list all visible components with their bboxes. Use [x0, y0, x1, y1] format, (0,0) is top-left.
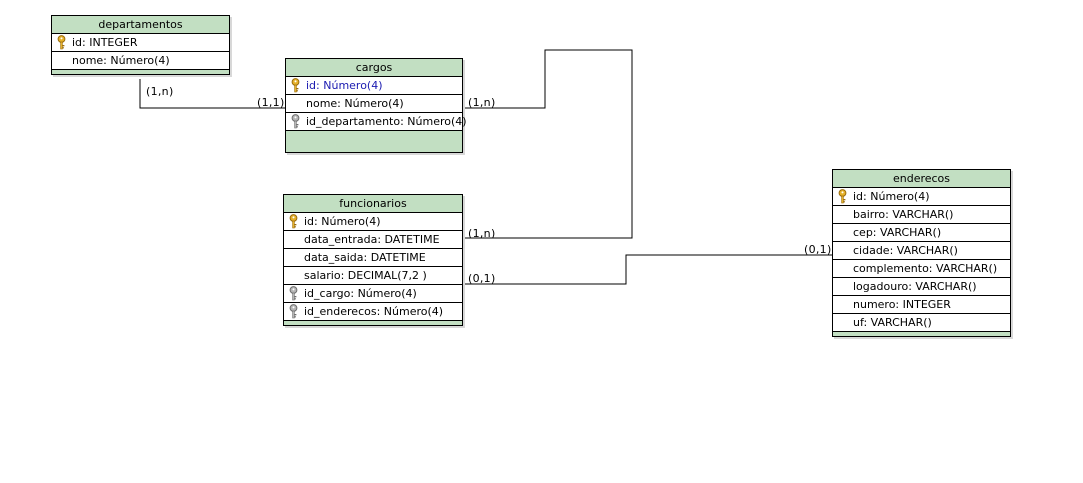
relationship-line-funcionarios-enderecos — [462, 254, 832, 285]
attribute-row[interactable]: complemento: VARCHAR() — [833, 260, 1010, 278]
attribute-row[interactable]: data_entrada: DATETIME — [284, 231, 462, 249]
attribute-row[interactable]: salario: DECIMAL(7,2 ) — [284, 267, 462, 285]
entity-footer — [833, 332, 1010, 336]
attribute-label: uf: VARCHAR() — [853, 316, 932, 329]
attribute-label: id_departamento: Número(4) — [306, 115, 467, 128]
attribute-label: id: Número(4) — [306, 79, 383, 92]
cardinality-label: (0,1) — [804, 243, 832, 256]
attribute-label: data_saida: DATETIME — [304, 251, 426, 264]
attribute-row[interactable]: data_saida: DATETIME — [284, 249, 462, 267]
attribute-label: logadouro: VARCHAR() — [853, 280, 977, 293]
cardinality-label: (1,1) — [257, 96, 285, 109]
attribute-row[interactable]: uf: VARCHAR() — [833, 314, 1010, 332]
attribute-label: id_cargo: Número(4) — [304, 287, 417, 300]
attribute-label: nome: Número(4) — [72, 54, 170, 67]
entity-title: funcionarios — [284, 195, 462, 213]
attribute-row[interactable]: id: INTEGER — [52, 34, 229, 52]
entity-enderecos[interactable]: enderecos id: Número(4) bairro: VARCHAR(… — [832, 169, 1011, 337]
primary-key-icon — [838, 189, 847, 204]
attribute-label: id: Número(4) — [853, 190, 930, 203]
attribute-label: id: INTEGER — [72, 36, 138, 49]
attribute-row[interactable]: id: Número(4) — [833, 188, 1010, 206]
entity-footer — [52, 70, 229, 74]
attribute-row[interactable]: id_departamento: Número(4) — [286, 113, 467, 131]
entity-title: cargos — [286, 59, 462, 77]
attribute-label: complemento: VARCHAR() — [853, 262, 998, 275]
attribute-row[interactable]: numero: INTEGER — [833, 296, 1010, 314]
attribute-row[interactable]: id: Número(4) — [286, 77, 462, 95]
cardinality-label: (0,1) — [468, 272, 496, 285]
cardinality-label: (1,n) — [468, 227, 496, 240]
attribute-label: id_enderecos: Número(4) — [304, 305, 444, 318]
attribute-row[interactable]: nome: Número(4) — [52, 52, 229, 70]
attribute-row[interactable]: cep: VARCHAR() — [833, 224, 1010, 242]
entity-departamentos[interactable]: departamentos id: INTEGER nome: Número(4… — [51, 15, 230, 75]
relationship-line-cargos-funcionarios — [462, 49, 633, 239]
attribute-row[interactable]: cidade: VARCHAR() — [833, 242, 1010, 260]
entity-footer — [284, 321, 462, 325]
attribute-label: data_entrada: DATETIME — [304, 233, 440, 246]
attribute-label: cidade: VARCHAR() — [853, 244, 958, 257]
entity-title: departamentos — [52, 16, 229, 34]
attribute-row[interactable]: id: Número(4) — [284, 213, 462, 231]
cardinality-label: (1,n) — [468, 96, 496, 109]
primary-key-icon — [289, 214, 298, 229]
entity-footer — [286, 131, 462, 152]
attribute-label: bairro: VARCHAR() — [853, 208, 954, 221]
attribute-row[interactable]: id_cargo: Número(4) — [284, 285, 462, 303]
foreign-key-icon — [291, 114, 300, 129]
primary-key-icon — [291, 78, 300, 93]
attribute-label: cep: VARCHAR() — [853, 226, 942, 239]
entity-title: enderecos — [833, 170, 1010, 188]
entity-cargos[interactable]: cargos id: Número(4) nome: Número(4) id_… — [285, 58, 467, 153]
foreign-key-icon — [289, 304, 298, 319]
attribute-label: id: Número(4) — [304, 215, 381, 228]
attribute-row[interactable]: id_enderecos: Número(4) — [284, 303, 462, 321]
attribute-row[interactable]: bairro: VARCHAR() — [833, 206, 1010, 224]
attribute-label: nome: Número(4) — [306, 97, 404, 110]
entity-funcionarios[interactable]: funcionarios id: Número(4) data_entrada:… — [283, 194, 463, 326]
primary-key-icon — [57, 35, 66, 50]
attribute-label: salario: DECIMAL(7,2 ) — [304, 269, 427, 282]
attribute-label: numero: INTEGER — [853, 298, 951, 311]
cardinality-label: (1,n) — [146, 85, 174, 98]
attribute-row[interactable]: logadouro: VARCHAR() — [833, 278, 1010, 296]
attribute-row[interactable]: nome: Número(4) — [286, 95, 462, 113]
foreign-key-icon — [289, 286, 298, 301]
